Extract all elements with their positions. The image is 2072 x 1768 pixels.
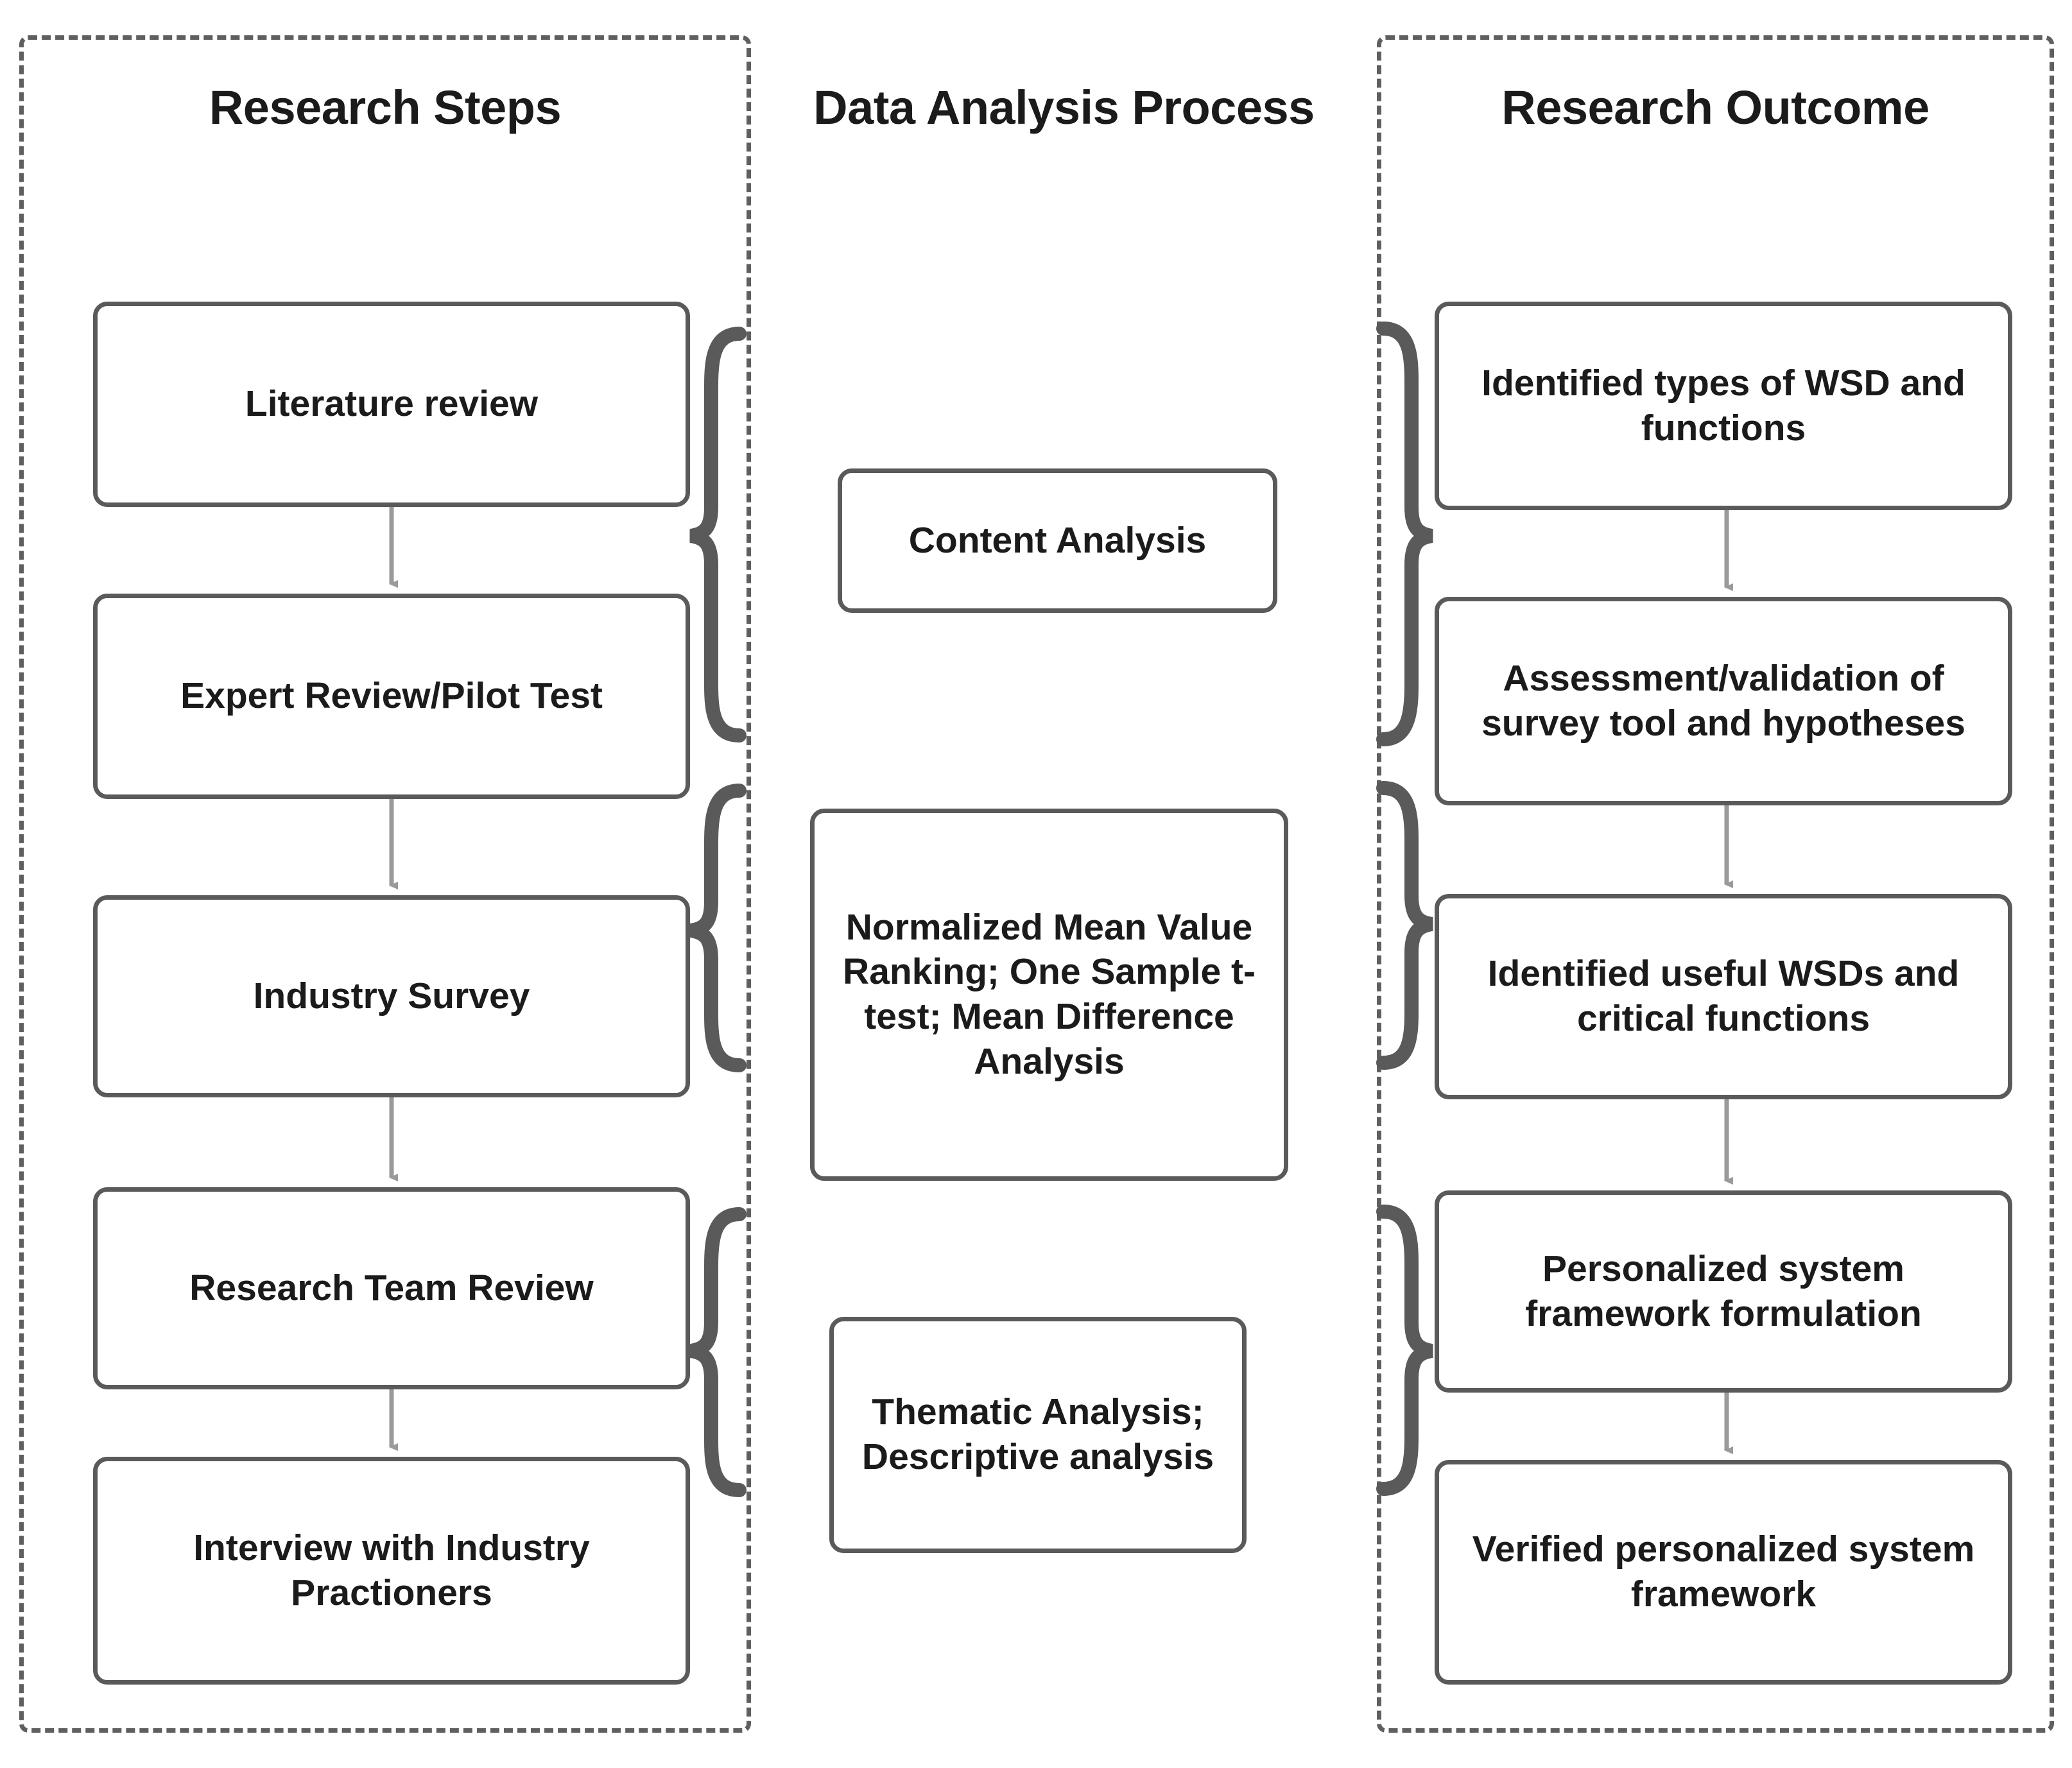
node-label: Research Team Review — [189, 1267, 594, 1309]
column-title-data-analysis: Data Analysis Process — [813, 81, 1315, 134]
node-label: Normalized Mean Value Ranking; One Sampl… — [843, 906, 1256, 1082]
node-thematic-analysis[interactable]: Thematic Analysis; Descriptive analysis — [829, 1317, 1247, 1553]
node-label: Expert Review/Pilot Test — [180, 675, 603, 717]
column-title-research-outcome: Research Outcome — [1501, 81, 1930, 134]
research-steps-container — [19, 35, 751, 1733]
node-label: Industry Survey — [253, 975, 530, 1017]
node-label: Identified useful WSDs and critical func… — [1487, 953, 1960, 1039]
node-label: Assessment/validation of survey tool and… — [1481, 657, 1965, 744]
node-label: Content Analysis — [908, 519, 1207, 561]
node-label: Personalized system framework formulatio… — [1525, 1248, 1922, 1334]
node-identified-useful-wsds[interactable]: Identified useful WSDs and critical func… — [1435, 894, 2012, 1099]
node-verified-framework[interactable]: Verified personalized system framework — [1435, 1460, 2012, 1685]
node-content-analysis[interactable]: Content Analysis — [838, 468, 1277, 613]
node-label: Verified personalized system framework — [1472, 1529, 1975, 1615]
node-literature-review[interactable]: Literature review — [93, 302, 690, 507]
node-identified-wsd-types[interactable]: Identified types of WSD and functions — [1435, 302, 2012, 510]
node-quantitative-analysis[interactable]: Normalized Mean Value Ranking; One Sampl… — [810, 809, 1288, 1181]
node-label: Interview with Industry Practioners — [193, 1527, 590, 1613]
node-label: Thematic Analysis; Descriptive analysis — [861, 1391, 1214, 1477]
node-research-team-review[interactable]: Research Team Review — [93, 1187, 690, 1389]
node-industry-interview[interactable]: Interview with Industry Practioners — [93, 1457, 690, 1685]
column-title-research-steps: Research Steps — [209, 81, 562, 134]
node-assessment-validation[interactable]: Assessment/validation of survey tool and… — [1435, 597, 2012, 805]
node-expert-review[interactable]: Expert Review/Pilot Test — [93, 594, 690, 799]
node-industry-survey[interactable]: Industry Survey — [93, 895, 690, 1097]
node-label: Identified types of WSD and functions — [1481, 362, 1965, 449]
node-framework-formulation[interactable]: Personalized system framework formulatio… — [1435, 1190, 2012, 1393]
node-label: Literature review — [245, 383, 539, 425]
